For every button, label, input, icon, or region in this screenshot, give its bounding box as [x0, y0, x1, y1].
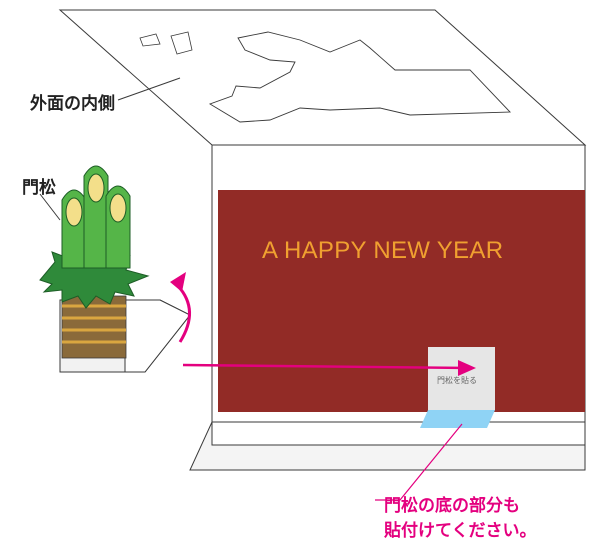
bamboo-stalks	[61, 165, 131, 269]
glue-tab	[420, 410, 495, 428]
base-note-line2: 貼付けてください。	[384, 521, 537, 541]
kadomatsu-leader	[39, 193, 61, 221]
base-note-line1: 門松の底の部分も	[384, 496, 520, 516]
paste-label: 門松を貼る	[437, 376, 477, 385]
base-note-leader	[375, 423, 463, 501]
greeting-text: A HAPPY NEW YEAR	[262, 237, 504, 264]
greeting-panel	[218, 190, 585, 412]
kadomatsu-label: 門松	[22, 178, 56, 198]
lid-cutout-small-2	[170, 31, 193, 55]
inner-surface-label: 外面の内側	[30, 94, 115, 114]
placement-arrow	[182, 363, 471, 370]
lid-cutout-small-1	[139, 33, 161, 47]
inner-surface-leader	[117, 77, 181, 101]
paste-box	[428, 347, 495, 410]
pot-rope	[62, 304, 126, 344]
lid-cutout-silhouette	[208, 31, 512, 123]
